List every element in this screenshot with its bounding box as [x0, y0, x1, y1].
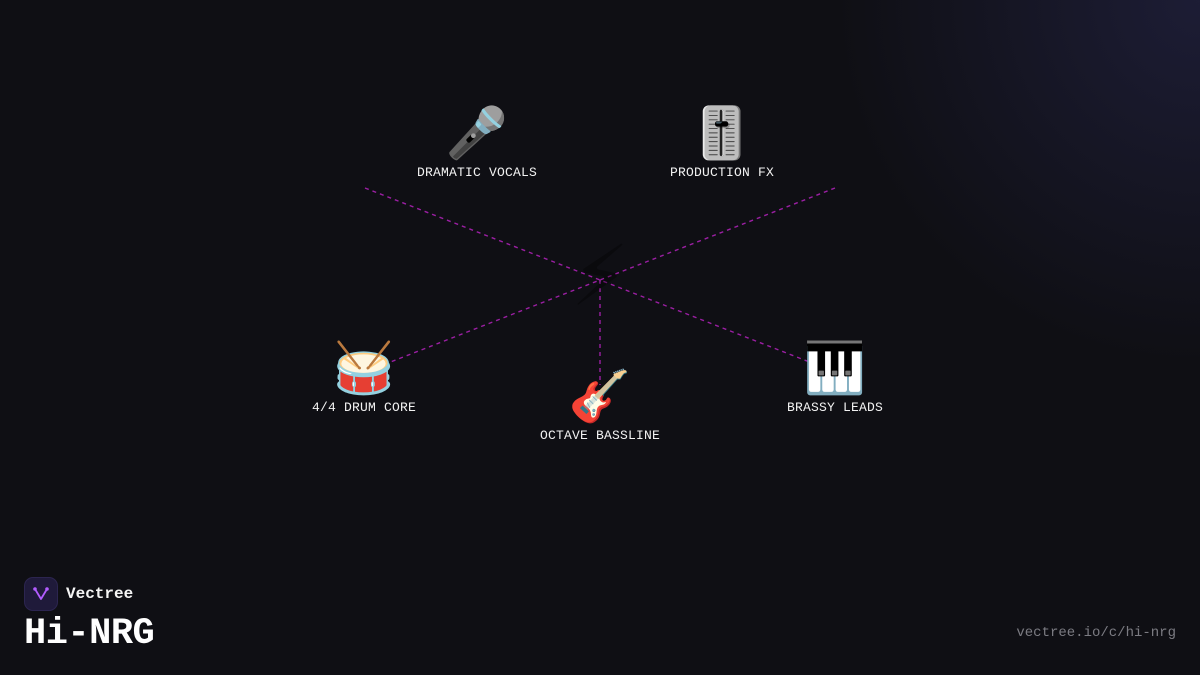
lightning-bolt-icon: ⚡	[570, 227, 630, 325]
node-label: OCTAVE BASSLINE	[539, 428, 661, 443]
vectree-logo-icon	[24, 577, 58, 611]
node-dramatic-vocals[interactable]: 🎤 DRAMATIC VOCALS	[377, 103, 577, 181]
node-label: DRAMATIC VOCALS	[416, 165, 538, 180]
node-label: 4/4 DRUM CORE	[311, 400, 417, 415]
node-production-fx[interactable]: 🎚️ PRODUCTION FX	[622, 103, 822, 181]
page-title: Hi-NRG	[24, 613, 155, 655]
guitar-icon: 🎸	[568, 367, 632, 425]
node-label: PRODUCTION FX	[669, 165, 775, 180]
brand-name: Vectree	[66, 585, 134, 603]
node-label: BRASSY LEADS	[786, 400, 883, 415]
page-url[interactable]: vectree.io/c/hi-nrg	[1016, 625, 1176, 641]
node-brassy-leads[interactable]: 🎹 BRASSY LEADS	[735, 338, 935, 416]
node-octave-bassline[interactable]: 🎸 OCTAVE BASSLINE	[500, 366, 700, 444]
level-slider-icon: 🎚️	[690, 104, 754, 162]
drum-icon: 🥁	[332, 339, 396, 397]
brand[interactable]: Vectree	[24, 577, 133, 611]
piano-keyboard-icon: 🎹	[803, 339, 867, 397]
microphone-icon: 🎤	[445, 104, 509, 162]
node-drum-core[interactable]: 🥁 4/4 DRUM CORE	[264, 338, 464, 416]
